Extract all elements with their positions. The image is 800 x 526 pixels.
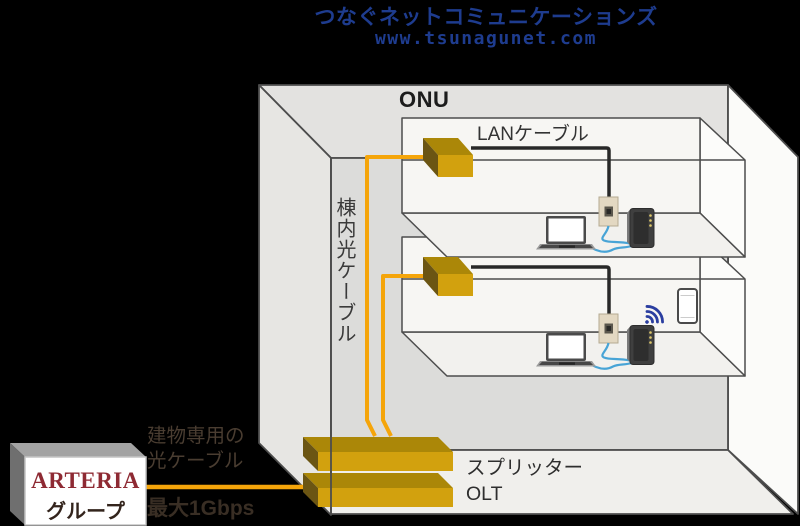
building-fiber-label: 建物専用の 光ケーブル <box>147 424 245 474</box>
building-fiber-label-line1: 建物専用の <box>147 425 245 447</box>
olt-label: OLT <box>466 483 503 505</box>
outlet-hole <box>606 209 611 214</box>
laptop-router-cable <box>586 244 634 253</box>
riser-cable-label: 棟内光ケーブル <box>333 197 355 344</box>
router-icon-2 <box>627 325 655 365</box>
outlet-hole-2 <box>606 326 611 331</box>
smartphone-icon <box>677 288 698 324</box>
onu-device-icon-2 <box>423 257 473 296</box>
lan-cable-label: LANケーブル <box>477 124 589 145</box>
room-2-equipment <box>536 313 655 370</box>
wifi-icon <box>645 305 664 324</box>
arteria-box <box>10 443 147 526</box>
splitter-label: スプリッター <box>466 457 584 479</box>
lan-cable-2 <box>471 265 611 316</box>
riser-cable-1 <box>365 155 432 437</box>
max-speed-label: 最大1Gbps <box>147 497 255 520</box>
onu-device-icon <box>423 138 473 177</box>
riser-cable-2 <box>381 274 432 437</box>
provider-name: ARTERIA <box>31 468 140 493</box>
lan-cable-1 <box>471 146 611 199</box>
brand-url: www.tsunagunet.com <box>374 28 598 49</box>
laptop-icon-2 <box>536 333 596 367</box>
building-fiber-label-line2: 光ケーブル <box>147 450 244 472</box>
provider-suffix: グループ <box>46 501 125 523</box>
splitter-device-icon <box>303 437 453 471</box>
outlet-router-cable <box>601 225 631 245</box>
laptop-router-cable-2 <box>586 361 634 370</box>
laptop-icon <box>536 216 596 250</box>
room-1-equipment <box>536 196 655 253</box>
outlet-router-cable-2 <box>601 342 631 362</box>
router-icon <box>627 208 655 248</box>
brand-title: つなぐネットコミュニケーションズ <box>314 6 658 29</box>
onu-label: ONU <box>399 87 450 112</box>
olt-device-icon <box>303 473 453 507</box>
